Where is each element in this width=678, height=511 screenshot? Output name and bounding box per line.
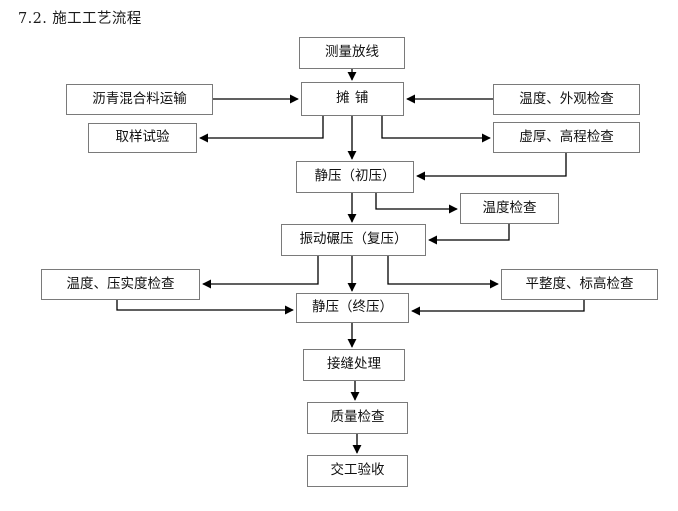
node-label: 振动碾压（复压） (299, 231, 408, 248)
node-temperature-appearance-inspection[interactable]: 温度、外观检查 (493, 84, 640, 115)
node-label: 温度、压实度检查 (66, 275, 175, 292)
node-thickness-elevation-inspection[interactable]: 虚厚、高程检查 (493, 122, 640, 153)
edge-paving-to-sampling (199, 116, 324, 143)
node-static-rolling-final[interactable]: 静压（终压） (296, 293, 409, 323)
node-measurement-layout[interactable]: 测量放线 (299, 37, 405, 69)
edge-paving-to-thickness (381, 116, 491, 143)
node-temperature-compaction-inspection[interactable]: 温度、压实度检查 (41, 269, 200, 300)
node-static-rolling-initial[interactable]: 静压（初压） (296, 161, 414, 193)
node-label: 取样试验 (115, 129, 170, 146)
node-flatness-elevation-inspection[interactable]: 平整度、标高检查 (501, 269, 658, 300)
node-vibratory-rolling-secondary[interactable]: 振动碾压（复压） (281, 224, 426, 256)
node-label: 静压（终压） (312, 299, 393, 316)
node-label: 摊 铺 (336, 90, 369, 107)
node-paving[interactable]: 摊 铺 (301, 82, 404, 116)
node-label: 温度检查 (482, 199, 537, 216)
node-label: 交工验收 (330, 462, 385, 479)
edge-vibrate-to-temp-compaction (202, 256, 319, 289)
edge-thickness-to-static-first (416, 153, 567, 181)
node-temperature-inspection[interactable]: 温度检查 (460, 193, 559, 224)
node-label: 沥青混合料运输 (92, 90, 187, 107)
node-label: 静压（初压） (314, 168, 396, 185)
node-label: 平整度、标高检查 (525, 275, 634, 292)
node-label: 虚厚、高程检查 (519, 128, 614, 145)
node-quality-inspection[interactable]: 质量检查 (307, 402, 408, 434)
edge-temp-compaction-to-static-final (116, 300, 294, 315)
page-title: 7.2. 施工工艺流程 (18, 11, 142, 27)
node-label: 质量检查 (330, 409, 385, 426)
edge-static-first-to-temp-check (375, 193, 458, 214)
node-label: 温度、外观检查 (519, 90, 614, 107)
edge-temp-check-to-vibrate (428, 224, 510, 245)
node-handover-acceptance[interactable]: 交工验收 (307, 455, 408, 487)
edge-flatness-to-static-final (411, 300, 585, 316)
node-asphalt-mixture-transport[interactable]: 沥青混合料运输 (66, 84, 213, 115)
edge-vibrate-to-flatness (387, 256, 499, 289)
node-joint-treatment[interactable]: 接缝处理 (303, 349, 405, 381)
node-label: 测量放线 (325, 44, 379, 61)
node-sampling-test[interactable]: 取样试验 (88, 123, 197, 153)
node-label: 接缝处理 (327, 356, 381, 373)
